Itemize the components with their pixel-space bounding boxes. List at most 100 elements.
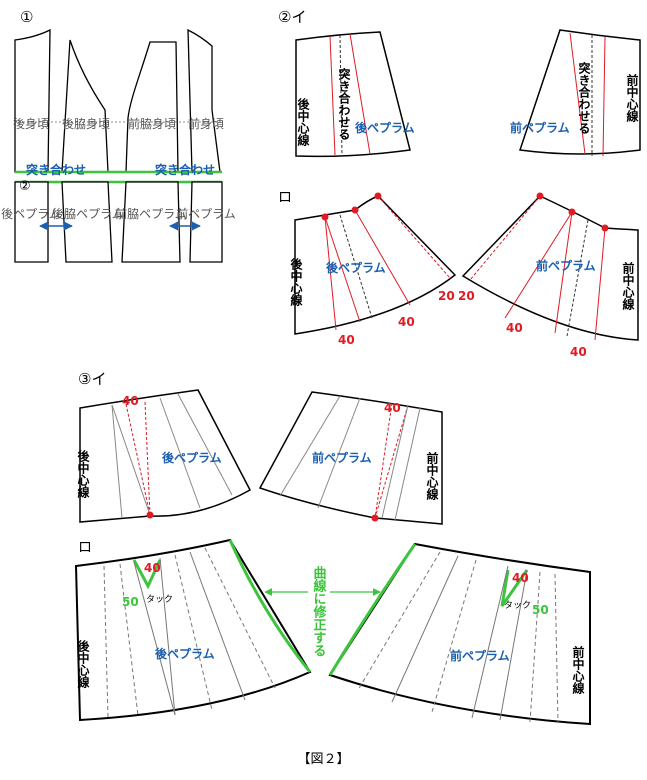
- num-40-left-b: 40: [338, 333, 355, 347]
- front-peplum-piece: [189, 181, 223, 263]
- front-peplum-3i-label: 前ペプラム: [312, 450, 372, 465]
- svg-text:50: 50: [532, 603, 549, 617]
- back-side-peplum-piece: [61, 181, 113, 263]
- back-peplum-label: 後ペプラム: [1, 207, 61, 221]
- tuck-label-left: タック: [146, 594, 173, 605]
- front-peplum-3ro: [328, 542, 591, 726]
- step3-ro-panel: ロ 40 50 タック 後中心線 後ペプラム 40 50 タック 前中心線 前ペ…: [74, 538, 591, 726]
- front-peplum-assembled: [519, 29, 641, 155]
- tuck-label-right: タック: [504, 600, 531, 611]
- back-peplum-3i: [79, 389, 252, 523]
- back-center-line-3ro: 後中心線: [76, 639, 90, 689]
- svg-text:前脇身頃: 前脇身頃: [128, 116, 176, 131]
- svg-text:突き合わせる: 突き合わせる: [577, 61, 591, 134]
- back-side-bodice-piece: [61, 39, 109, 173]
- svg-text:曲線に修正する: 曲線に修正する: [311, 565, 328, 657]
- svg-text:後中心線: 後中心線: [76, 449, 90, 499]
- butt-together-label-right: 突き合わせ: [155, 162, 215, 177]
- num-40-3ro-right: 40: [512, 571, 529, 585]
- butt-together-label-left: 突き合わせ: [26, 162, 86, 177]
- svg-text:40: 40: [144, 561, 161, 575]
- svg-text:後ペプラム: 後ペプラム: [1, 207, 61, 221]
- num-20-right: 20: [458, 289, 475, 303]
- svg-text:20: 20: [458, 289, 475, 303]
- front-center-line-2ro: 前中心線: [621, 261, 635, 311]
- svg-text:前脇ペプラム: 前脇ペプラム: [115, 206, 187, 221]
- svg-text:40: 40: [384, 401, 401, 415]
- back-bodice-label: 後身頃: [13, 116, 49, 131]
- front-side-peplum-piece: [121, 181, 181, 263]
- front-side-bodice-label: 前脇身頃: [128, 116, 176, 131]
- svg-text:前身頃: 前身頃: [188, 116, 224, 131]
- svg-text:突き合わせ: 突き合わせ: [155, 162, 215, 177]
- step-3i-label: ③イ: [78, 370, 106, 388]
- back-center-line-3i: 後中心線: [76, 449, 90, 499]
- svg-text:突き合わせる: 突き合わせる: [337, 67, 351, 140]
- svg-text:後脇身頃: 後脇身頃: [62, 116, 110, 131]
- num-40-3i-left: 40: [122, 394, 139, 408]
- back-peplum-2ro-label: 後ペプラム: [326, 260, 386, 275]
- svg-text:前ペプラム: 前ペプラム: [312, 450, 372, 465]
- svg-text:前ペプラム: 前ペプラム: [536, 258, 596, 273]
- front-center-line-3i: 前中心線: [425, 451, 439, 501]
- correct-to-curve-label: 曲線に修正する: [311, 565, 328, 657]
- svg-text:後中心線: 後中心線: [296, 97, 310, 147]
- num-40-right-b: 40: [570, 345, 587, 359]
- back-peplum-2i-label: 後ペプラム: [355, 120, 415, 135]
- back-center-line-2i: 後中心線: [296, 97, 310, 147]
- step3-i-panel: ③イ 40 後中心線 後ペプラム 40 前中心線 前ペプラム: [76, 370, 443, 525]
- svg-text:前ペプラム: 前ペプラム: [176, 206, 236, 221]
- svg-text:前中心線: 前中心線: [571, 645, 585, 695]
- front-peplum-label: 前ペプラム: [176, 206, 236, 221]
- front-peplum-3ro-label: 前ペプラム: [450, 648, 510, 663]
- svg-text:40: 40: [338, 333, 355, 347]
- front-bodice-piece: [187, 28, 221, 173]
- num-40-right-a: 40: [506, 321, 523, 335]
- num-40-left-a: 40: [398, 315, 415, 329]
- step-1-label: ①: [20, 8, 33, 26]
- svg-text:50: 50: [122, 595, 139, 609]
- back-side-bodice-label: 後脇身頃: [62, 116, 110, 131]
- back-peplum-3ro-label: 後ペプラム: [155, 646, 215, 661]
- step-2i-label: ②イ: [278, 8, 306, 26]
- front-bodice-label: 前身頃: [188, 116, 224, 131]
- front-side-bodice-piece: [125, 41, 179, 173]
- svg-text:タック: タック: [504, 600, 531, 611]
- svg-text:後中心線: 後中心線: [76, 639, 90, 689]
- svg-text:前中心線: 前中心線: [425, 451, 439, 501]
- svg-text:40: 40: [122, 394, 139, 408]
- back-peplum-3i-label: 後ペプラム: [162, 450, 222, 465]
- step2-ro-panel: ロ 後中心線 後ペプラム 20 40 40 前中心線 前ペプラム 20 40 4…: [278, 190, 639, 359]
- svg-text:後中心線: 後中心線: [289, 257, 303, 307]
- num-40-3ro-left: 40: [144, 561, 161, 575]
- front-side-peplum-label: 前脇ペプラム: [115, 206, 187, 221]
- num-40-3i-right: 40: [384, 401, 401, 415]
- butt-together-2i-left: 突き合わせる: [337, 67, 351, 140]
- step-2ro-label: ロ: [278, 190, 292, 206]
- svg-text:突き合わせ: 突き合わせ: [26, 162, 86, 177]
- svg-text:後ペプラム: 後ペプラム: [355, 120, 415, 135]
- butt-together-2i-right: 突き合わせる: [577, 61, 591, 134]
- step-2-label-on-pattern: ②: [19, 179, 31, 194]
- svg-text:40: 40: [506, 321, 523, 335]
- svg-text:40: 40: [570, 345, 587, 359]
- svg-text:40: 40: [398, 315, 415, 329]
- svg-text:タック: タック: [146, 594, 173, 605]
- front-center-line-3ro: 前中心線: [571, 645, 585, 695]
- num-50-3ro-right: 50: [532, 603, 549, 617]
- svg-text:20: 20: [438, 289, 455, 303]
- step1-panel: ① 後身頃 後脇身頃 前脇身頃 前身頃 後ペプラム 後脇ペプラム 前脇ペプラム …: [1, 8, 236, 263]
- svg-text:後ペプラム: 後ペプラム: [155, 646, 215, 661]
- num-20-left: 20: [438, 289, 455, 303]
- back-bodice-piece: [14, 28, 51, 173]
- back-peplum-assembled: [295, 31, 411, 158]
- figure-caption: 【図２】: [297, 752, 350, 767]
- front-peplum-3i: [258, 391, 443, 525]
- front-peplum-2ro-label: 前ペプラム: [536, 258, 596, 273]
- svg-text:40: 40: [512, 571, 529, 585]
- svg-text:後ペプラム: 後ペプラム: [326, 260, 386, 275]
- back-center-line-2ro: 後中心線: [289, 257, 303, 307]
- back-side-peplum-label: 後脇ペプラム: [52, 207, 124, 221]
- svg-text:前ペプラム: 前ペプラム: [450, 648, 510, 663]
